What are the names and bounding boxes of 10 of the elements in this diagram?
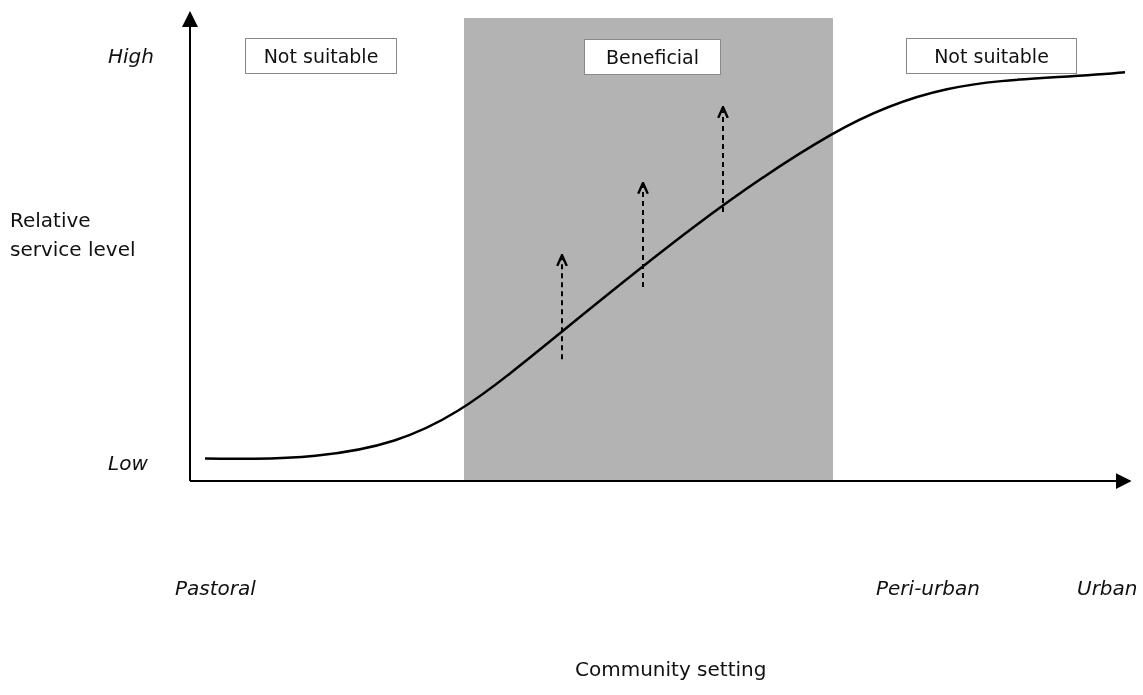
axis-category-label: Pastoral <box>175 575 256 603</box>
axis-category-label: Urban <box>1077 575 1138 603</box>
axis-level-label: High <box>108 42 154 70</box>
label-box: Not suitable <box>245 37 397 74</box>
axis-level-label: Low <box>108 449 148 477</box>
label-box: Not suitable <box>906 37 1077 74</box>
axis-title: Relative service level <box>10 206 137 263</box>
axis-category-label: Peri-urban <box>876 575 980 603</box>
axis-title: Community setting <box>575 656 767 684</box>
label-box: Beneficial <box>584 38 721 75</box>
